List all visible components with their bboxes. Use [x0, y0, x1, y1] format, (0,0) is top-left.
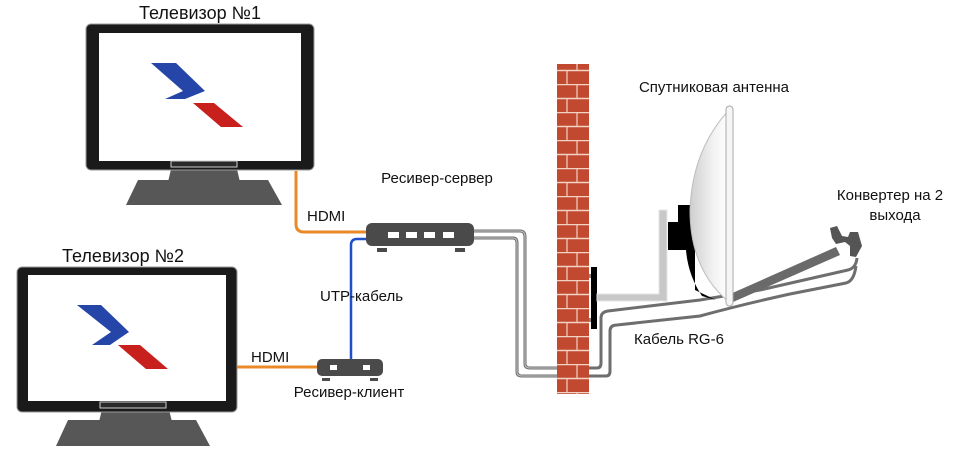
- utp-cable: [349, 237, 367, 361]
- lnb-converter: [830, 226, 862, 257]
- wall-bracket: [591, 267, 597, 329]
- tv-1-logo: [151, 63, 243, 127]
- receiver-client-body: [317, 359, 383, 376]
- tv-1-stand-base: [126, 180, 282, 205]
- converter-label-line1: Конвертер на 2: [837, 187, 943, 204]
- tv-2-label: Телевизор №2: [62, 246, 184, 266]
- tv-2-screen: [28, 275, 226, 401]
- dish-mount: [589, 205, 716, 329]
- tv-1-screen: [99, 33, 301, 161]
- hdmi-label-1: HDMI: [307, 208, 345, 225]
- receiver-server-label: Ресивер-сервер: [381, 170, 493, 187]
- tv-1: [85, 23, 315, 205]
- dish-reflector: [689, 108, 730, 304]
- dish-rim: [725, 105, 734, 307]
- tv-2-logo: [77, 305, 168, 369]
- receiver-client-label: Ресивер-клиент: [294, 384, 405, 401]
- tv-2-stand-base: [56, 420, 210, 446]
- hdmi-cable-1: [294, 171, 368, 234]
- tv-2: [16, 266, 238, 446]
- satellite-dish-label: Спутниковая антенна: [639, 79, 790, 96]
- dish-back-bracket: [668, 205, 716, 300]
- hdmi-label-2: HDMI: [251, 349, 289, 366]
- satellite-dish: [689, 105, 734, 307]
- receiver-client: [317, 359, 383, 381]
- converter-arm: [728, 247, 840, 302]
- converter-label-line2: выхода: [869, 207, 921, 224]
- receiver-server: [366, 223, 474, 252]
- receiver-server-body: [366, 223, 474, 246]
- tv-1-label: Телевизор №1: [139, 3, 261, 23]
- brick-wall: [557, 64, 589, 394]
- utp-cable-label: UTP-кабель: [320, 288, 403, 305]
- mount-arm: [596, 209, 668, 302]
- rg6-cable-label: Кабель RG-6: [634, 331, 724, 348]
